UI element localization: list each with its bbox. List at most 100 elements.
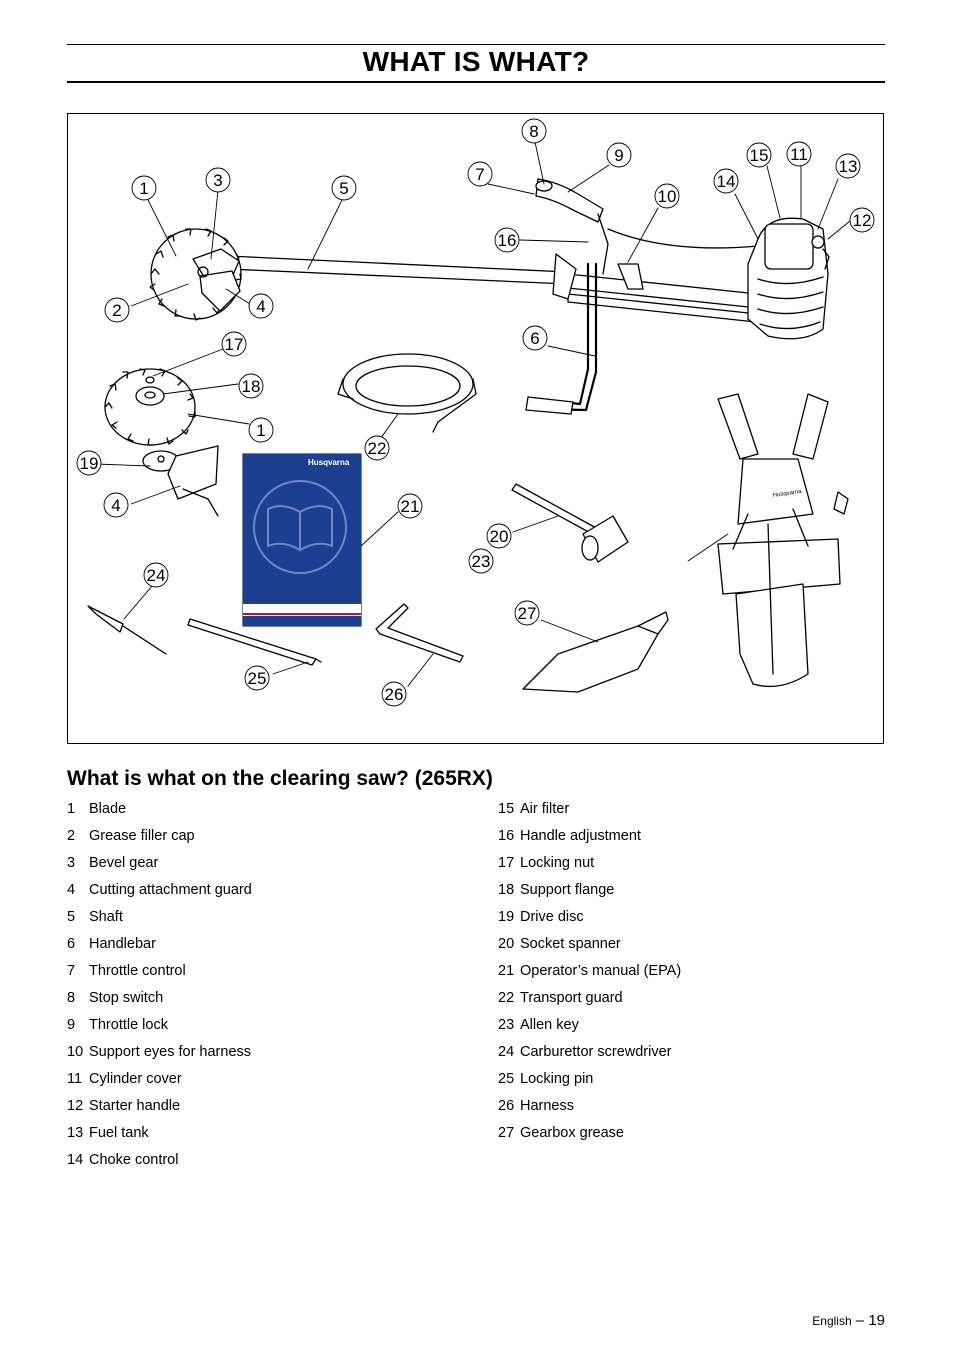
callout-leaders bbox=[95, 141, 851, 687]
callout-circle bbox=[835, 153, 861, 179]
harness-brand: Husqvarna bbox=[772, 489, 802, 499]
part-name: Starter handle bbox=[89, 1098, 181, 1114]
callout-circle bbox=[104, 297, 130, 323]
callout-circle bbox=[713, 168, 739, 194]
part-number: 17 bbox=[498, 855, 515, 871]
callout-number: 2 bbox=[112, 301, 121, 320]
callout-number: 27 bbox=[518, 604, 537, 623]
part-name: Handle adjustment bbox=[520, 828, 641, 844]
part-number: 14 bbox=[67, 1152, 84, 1168]
callout-circle bbox=[746, 142, 772, 168]
handlebar-drawing bbox=[525, 178, 759, 415]
part-number: 26 bbox=[498, 1098, 515, 1114]
part-number: 7 bbox=[67, 963, 76, 979]
parts-illustration: Husqvarna bbox=[67, 113, 884, 744]
part-name: Blade bbox=[89, 801, 127, 817]
part-name: Support eyes for harness bbox=[89, 1044, 252, 1060]
callout-number: 18 bbox=[242, 377, 261, 396]
callout-number: 21 bbox=[401, 497, 420, 516]
callout-circle bbox=[521, 118, 547, 144]
footer-language: English bbox=[812, 1314, 852, 1328]
part-name: Support flange bbox=[520, 882, 615, 898]
part-name: Drive disc bbox=[520, 909, 584, 925]
part-item: 7 Throttle control bbox=[67, 962, 252, 989]
part-number: 25 bbox=[498, 1071, 515, 1087]
callout-number: 26 bbox=[385, 685, 404, 704]
part-number: 24 bbox=[498, 1044, 515, 1060]
operators-manual-drawing bbox=[242, 453, 362, 627]
part-name: Cylinder cover bbox=[89, 1071, 182, 1087]
allen-key-drawing bbox=[375, 603, 464, 663]
spare-blade-drawing bbox=[104, 368, 196, 446]
part-number: 23 bbox=[498, 1017, 515, 1033]
part-item: 5 Shaft bbox=[67, 908, 252, 935]
harness-drawing bbox=[717, 393, 849, 688]
part-item: 17 Locking nut bbox=[498, 854, 681, 881]
callout-number: 4 bbox=[111, 496, 120, 515]
section-heading: What is what on the clearing saw? (265RX… bbox=[67, 767, 493, 790]
part-name: Throttle control bbox=[89, 963, 186, 979]
callout-number: 9 bbox=[614, 146, 623, 165]
callout-number: 3 bbox=[213, 171, 222, 190]
callout-number: 14 bbox=[717, 172, 736, 191]
title-underline bbox=[67, 81, 885, 83]
part-number: 5 bbox=[67, 909, 76, 925]
part-item: 16 Handle adjustment bbox=[498, 827, 681, 854]
locking-pin-drawing bbox=[187, 618, 322, 666]
callout-circle bbox=[103, 492, 129, 518]
part-name: Air filter bbox=[520, 801, 570, 817]
callout-number: 20 bbox=[490, 527, 509, 546]
callout-number: 12 bbox=[853, 211, 872, 230]
callout-number: 22 bbox=[368, 439, 387, 458]
parts-drawing: Husqvarna bbox=[76, 118, 875, 707]
part-number: 13 bbox=[67, 1125, 84, 1141]
callout-number: 4 bbox=[256, 297, 265, 316]
part-number: 3 bbox=[67, 855, 76, 871]
part-number: 18 bbox=[498, 882, 515, 898]
part-number: 8 bbox=[67, 990, 76, 1006]
callout-number: 13 bbox=[839, 157, 858, 176]
callout-number: 7 bbox=[475, 165, 484, 184]
shaft-drawing bbox=[227, 255, 759, 323]
part-number: 22 bbox=[498, 990, 515, 1006]
callout-number: 24 bbox=[147, 566, 166, 585]
part-name: Fuel tank bbox=[89, 1125, 149, 1141]
callout-circle bbox=[364, 435, 390, 461]
part-number: 19 bbox=[498, 909, 515, 925]
callout-circle bbox=[131, 175, 157, 201]
callout-number: 6 bbox=[530, 329, 539, 348]
callout-circle bbox=[397, 493, 423, 519]
callout-circle bbox=[849, 207, 875, 233]
callout-circle bbox=[522, 325, 548, 351]
manual-brand: Husqvarna bbox=[308, 458, 350, 467]
screwdriver-drawing bbox=[87, 605, 167, 655]
part-number: 27 bbox=[498, 1125, 515, 1141]
transport-guard-drawing bbox=[337, 353, 477, 433]
part-item: 13 Fuel tank bbox=[67, 1124, 252, 1151]
callout-circle bbox=[467, 161, 493, 187]
socket-spanner-drawing bbox=[511, 483, 629, 563]
part-number: 20 bbox=[498, 936, 515, 952]
part-item: 26 Harness bbox=[498, 1097, 681, 1124]
callout-circle bbox=[606, 142, 632, 168]
footer-separator: – bbox=[855, 1312, 865, 1329]
saw-blade-drawing bbox=[149, 228, 242, 321]
part-number: 16 bbox=[498, 828, 515, 844]
part-name: Locking nut bbox=[520, 855, 595, 871]
part-name: Harness bbox=[520, 1098, 574, 1114]
part-name: Shaft bbox=[89, 909, 123, 925]
